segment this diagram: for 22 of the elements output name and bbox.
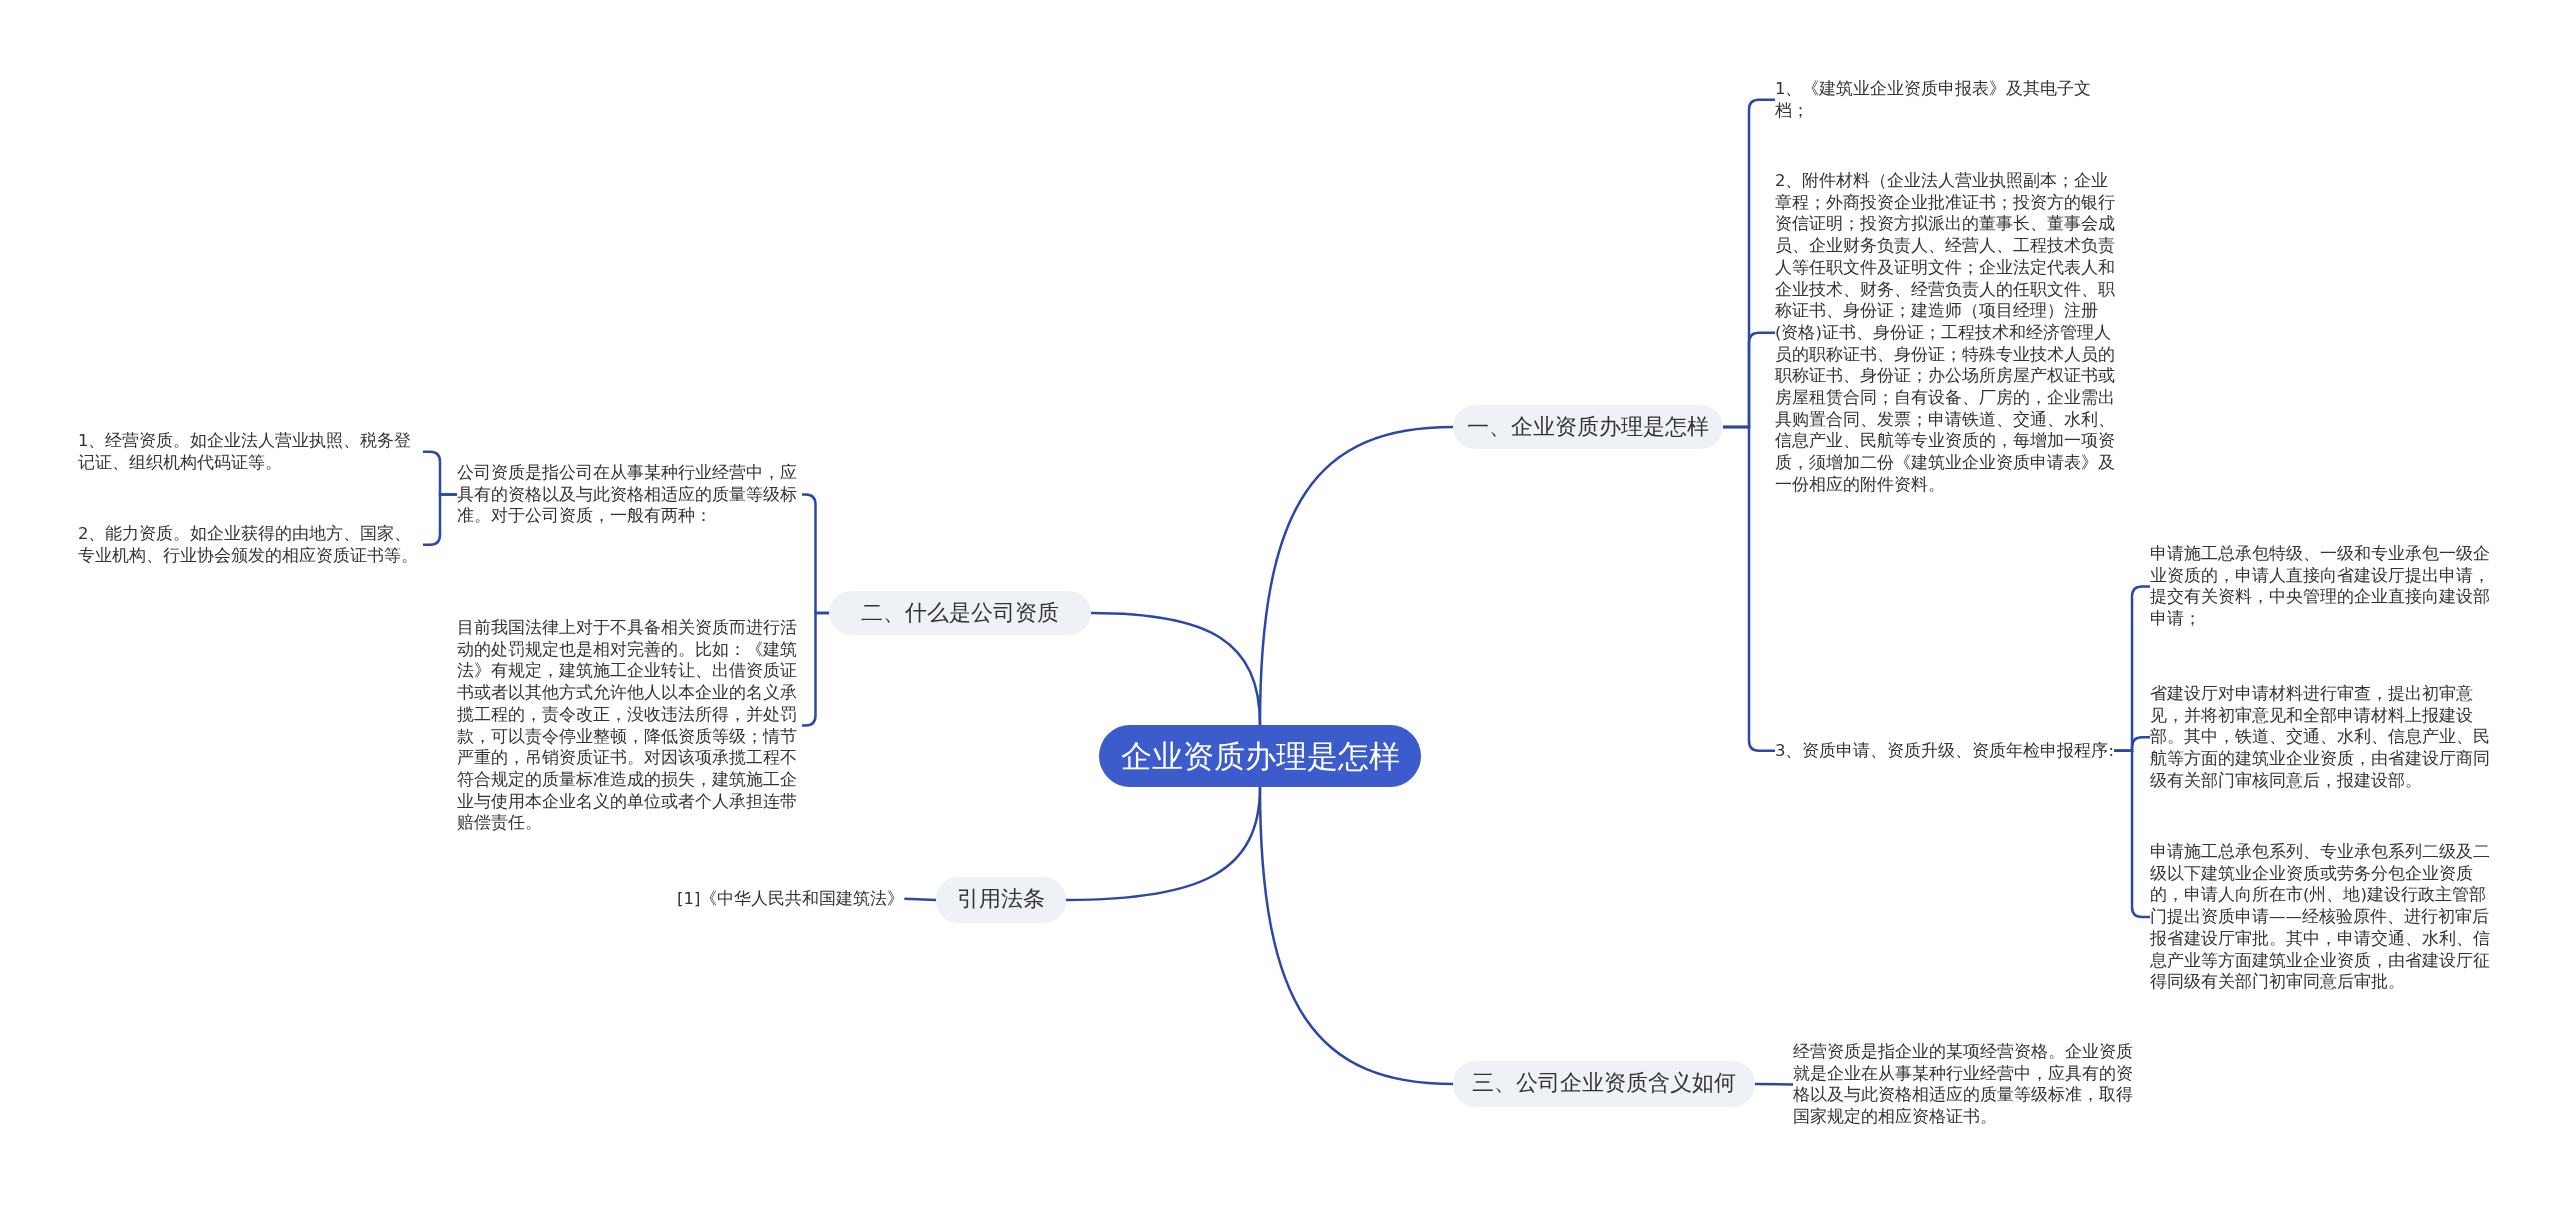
note-text: 经营资质是指企业的某项经营资格。企业资质就是企业在从事某种行业经营中，应具有的资格以及与此资格相适应的质量等级标准，取得国家规定的相应资格证书。 xyxy=(1793,1041,2138,1128)
note-text: 2、附件材料（企业法人营业执照副本；企业章程；外商投资企业批准证书；投资方的银行资信证明；投资方拟派出的董事长、董事会成员、企业财务负责人、经营人、工程技术负责人等任职文件及证明文件；企业法定代表人和企业技术、财务、经营负责人的任职文件、职称证书、身份证；建造师（项目经理）注册(资格)证书、身份证；工程技术和经济管理人员的职称证书、身份证；特殊专业技术人员的职称证书、身份证；办公场所房屋产权证书或房屋租赁合同；自有设备、厂房的，企业需出具购置合同、发票；申请铁道、交通、水利、信息产业、民航等专业资质的，每增加一项资质，须增加二份《建筑业企业资质申请表》及一份相应的附件资料。 xyxy=(1775,170,2120,496)
topic-pill: 引用法条 xyxy=(936,877,1066,923)
connector-line xyxy=(904,897,937,902)
note-text: [1]《中华人民共和国建筑法》 xyxy=(677,888,905,910)
note-text: 1、经营资质。如企业法人营业执照、税务登记证、组织机构代码证等。 xyxy=(78,430,423,474)
note-text: 3、资质申请、资质升级、资质年检申报程序: xyxy=(1775,740,2115,762)
topic-pill: 三、公司企业资质含义如何 xyxy=(1453,1061,1755,1107)
note-text: 省建设厅对申请材料进行审查，提出初审意见，并将初审意见和全部申请材料上报建设部。其中，铁道、交通、水利、信息产业、民航等方面的建筑业企业资质，由省建设厅商同级有关部门审核同意后，报建设部。 xyxy=(2150,683,2490,792)
connector-line xyxy=(1755,1082,1793,1086)
central-topic: 企业资质办理是怎样 xyxy=(1099,725,1421,787)
topic-pill: 二、什么是公司资质 xyxy=(829,591,1091,635)
note-text: 目前我国法律上对于不具备相关资质而进行活动的处罚规定也是相对完善的。比如：《建筑法》有规定，建筑施工企业转让、出借资质证书或者以其他方式允许他人以本企业的名义承揽工程的，责令改正，没收违法所得，并处罚款，可以责令停业整顿，降低资质等级；情节严重的，吊销资质证书。对因该项承揽工程不符合规定的质量标准造成的损失，建筑施工企业与使用本企业名义的单位或者个人承担连带赔偿责任。 xyxy=(457,617,802,835)
note-text: 申请施工总承包系列、专业承包系列二级及二级以下建筑业企业资质或劳务分包企业资质的，申请人向所在市(州、地)建设行政主管部门提出资质申请——经核验原件、进行初审后报省建设厅审批。其中，申请交通、水利、信息产业等方面建筑业企业资质，由省建设厅征得同级有关部门初审同意后审批。 xyxy=(2150,841,2490,993)
connector-line xyxy=(423,493,457,546)
note-text: 公司资质是指公司在从事某种行业经营中，应具有的资格以及与此资格相适应的质量等级标准。对于公司资质，一般有两种： xyxy=(457,462,802,528)
note-text: 申请施工总承包特级、一级和专业承包一级企业资质的，申请人直接向省建设厅提出申请，提交有关资料，中央管理的企业直接向建设部申请； xyxy=(2150,543,2490,630)
note-text: 2、能力资质。如企业获得的由地方、国家、专业机构、行业协会颁发的相应资质证书等。 xyxy=(78,523,423,567)
connector-line xyxy=(1090,611,1262,726)
connector-line xyxy=(1258,786,1454,1086)
topic-pill: 一、企业资质办理是怎样 xyxy=(1453,405,1723,449)
note-text: 1、《建筑业企业资质申报表》及其电子文档； xyxy=(1775,78,2120,122)
